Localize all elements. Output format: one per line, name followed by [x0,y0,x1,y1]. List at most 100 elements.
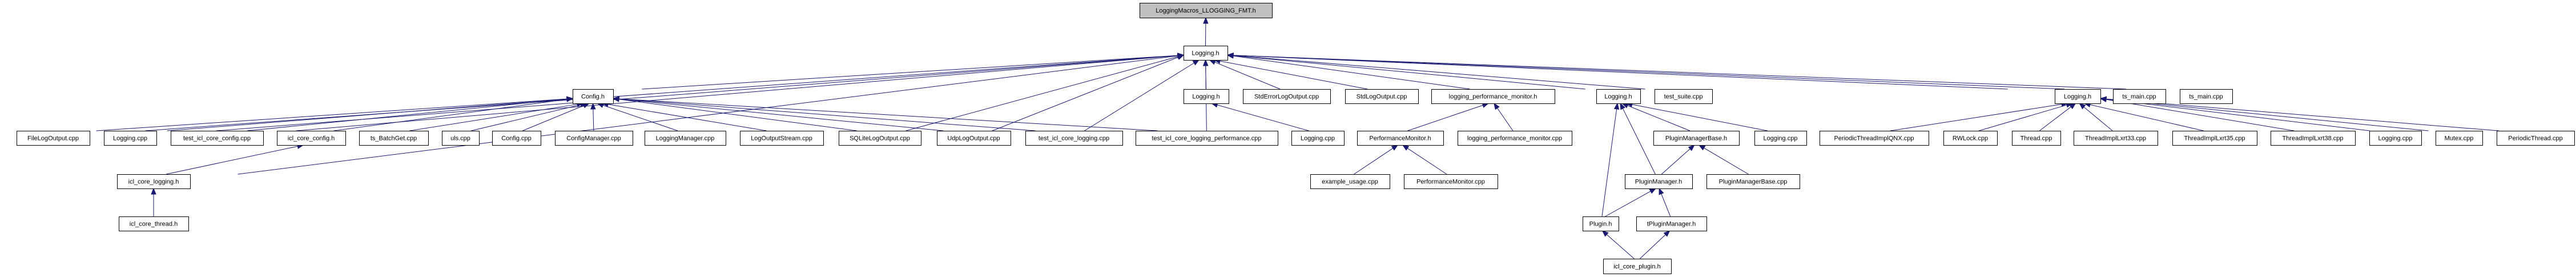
graph-node[interactable]: PluginManagerBase.cpp [1706,174,1800,189]
node-box [2271,131,2356,146]
node-label: UdpLogOutput.cpp [947,135,1000,142]
edge-line [1605,191,1651,217]
graph-node[interactable]: Config.cpp [492,131,541,146]
node-label: logging_performance_monitor.h [1449,94,1537,101]
graph-node[interactable]: test_icl_core_config.cpp [171,131,264,146]
node-label: test_icl_core_logging.cpp [1039,135,1109,142]
edge-periodicthreadimplqnx_cpp-to-logging_h_d [1890,101,2068,131]
graph-node[interactable]: uls.cpp [442,131,480,146]
node-label: Config.h [581,94,605,101]
node-box [117,174,191,189]
edge-logging_h_b-to-logging_h [1202,59,1209,90]
graph-node[interactable]: RWLock.cpp [1943,131,1998,146]
node-box [1625,174,1693,189]
node-label: PluginManagerBase.cpp [1719,179,1788,186]
graph-node[interactable]: icl_core_config.h [277,131,346,146]
graph-node[interactable]: icl_core_thread.h [119,216,189,231]
node-label: Logging.h [1192,50,1219,57]
edge-line [1627,105,1690,131]
edge-plugin_h-to-logging_h_c [1601,102,1620,217]
graph-node[interactable]: PeriodicThread.cpp [2497,131,2575,146]
edge-line [1890,104,2062,131]
node-label: icl_core_config.h [288,135,335,142]
graph-node[interactable]: Logging.h [1184,46,1228,61]
edge-line [333,99,567,131]
arrowhead-icon [582,103,590,109]
node-box [277,131,346,146]
graph-node[interactable]: Logging.h [1184,89,1229,104]
graph-node[interactable]: Thread.cpp [2012,131,2061,146]
graph-node[interactable]: tPluginManager.h [1636,216,1707,231]
graph-node[interactable]: ConfigManager.cpp [555,131,633,146]
graph-node[interactable]: StdErrorLogOutput.cpp [1243,89,1331,104]
graph-node[interactable]: logging_performance_monitor.cpp [1458,131,1572,146]
graph-node[interactable]: Config.h [573,89,614,104]
edge-line [1601,109,1617,217]
edge-line [1214,62,1281,90]
graph-node[interactable]: icl_core_plugin.h [1603,259,1672,274]
edge-config_h-to-logging_h [642,53,1185,90]
edge-filelogoutput_cpp-to-config_h [96,96,574,131]
graph-node[interactable]: FileLogOutput.cpp [17,131,90,146]
arrowhead-icon [1649,188,1657,194]
graph-node[interactable]: ts_main.cpp [2113,89,2166,104]
graph-node[interactable]: ThreadImplLxrt38.cpp [2271,131,2356,146]
nodes-layer: LoggingMacros_LLOGGING_FMT.hLogging.hCon… [17,3,2575,274]
graph-node[interactable]: test_icl_core_logging_performance.cpp [1136,131,1278,146]
graph-node[interactable]: ThreadImplLxrt33.cpp [2074,131,2158,146]
graph-node[interactable]: Logging.cpp [1754,131,1807,146]
edge-test_icl_core_logging_cpp-to-config_h [612,96,1036,131]
node-box [1636,216,1707,231]
edge-logging_h_c-to-logging_h [1226,53,1585,90]
edge-line [2106,99,2370,131]
graph-node[interactable]: Logging.cpp [104,131,157,146]
node-box [1184,89,1229,104]
graph-node[interactable]: PeriodicThreadImplQNX.cpp [1820,131,1929,146]
node-label: logging_performance_monitor.cpp [1467,135,1562,142]
graph-node[interactable]: test_icl_core_logging.cpp [1025,131,1123,146]
graph-node[interactable]: PerformanceMonitor.h [1357,131,1444,146]
edge-line [409,104,578,131]
node-label: ThreadImplLxrt38.cpp [2283,135,2344,142]
node-box [1184,46,1228,61]
graph-node[interactable]: Logging.h [1596,89,1641,104]
graph-node[interactable]: ts_main.cpp [2180,89,2233,104]
graph-node[interactable]: PluginManagerBase.h [1653,131,1740,146]
graph-node[interactable]: PluginManager.h [1625,174,1693,189]
graph-node[interactable]: ThreadImplLxrt35.cpp [2172,131,2257,146]
graph-node[interactable]: icl_core_logging.h [117,174,191,189]
graph-node[interactable]: StdLogOutput.cpp [1345,89,1419,104]
node-box [2436,131,2483,146]
root-node[interactable]: LoggingMacros_LLOGGING_FMT.h [1140,3,1273,18]
graph-node[interactable]: logging_performance_monitor.h [1431,89,1555,104]
graph-node[interactable]: UdpLogOutput.cpp [937,131,1011,146]
node-label: Logging.h [1192,94,1219,101]
graph-node[interactable]: PerformanceMonitor.cpp [1404,174,1498,189]
graph-node[interactable]: SQLiteLogOutput.cpp [839,131,921,146]
graph-node[interactable]: Logging.h [2055,89,2101,104]
node-box [839,131,921,146]
edge-line [1623,108,1656,175]
edge-thread_cpp-to-logging_h_d [2039,103,2076,131]
node-box [2172,131,2257,146]
node-label: test_icl_core_logging_performance.cpp [1152,135,1261,142]
graph-node[interactable]: Plugin.h [1583,216,1619,231]
graph-node[interactable]: ts_BatchGet.cpp [359,131,429,146]
graph-node[interactable]: example_usage.cpp [1310,174,1390,189]
graph-node[interactable]: LogOutputStream.cpp [740,131,824,146]
graph-node[interactable]: Mutex.cpp [2436,131,2483,146]
graph-node[interactable]: test_suite.cpp [1655,89,1713,104]
node-box [2180,89,2233,104]
graph-node[interactable]: Logging.cpp [1291,131,1345,146]
graph-node[interactable]: LoggingManager.cpp [645,131,726,146]
node-label: ts_main.cpp [2122,94,2156,101]
edge-line [145,55,1178,131]
node-label: test_icl_core_config.cpp [183,135,251,142]
edge-line [1233,55,1470,90]
node-box [2497,131,2575,146]
graph-node[interactable]: Logging.cpp [2369,131,2422,146]
edge-line [1233,55,1645,90]
edge-line [618,98,1036,131]
edge-icl_core_plugin_h-to-tpluginmanager_h [1639,230,1671,259]
edge-line [166,146,298,175]
